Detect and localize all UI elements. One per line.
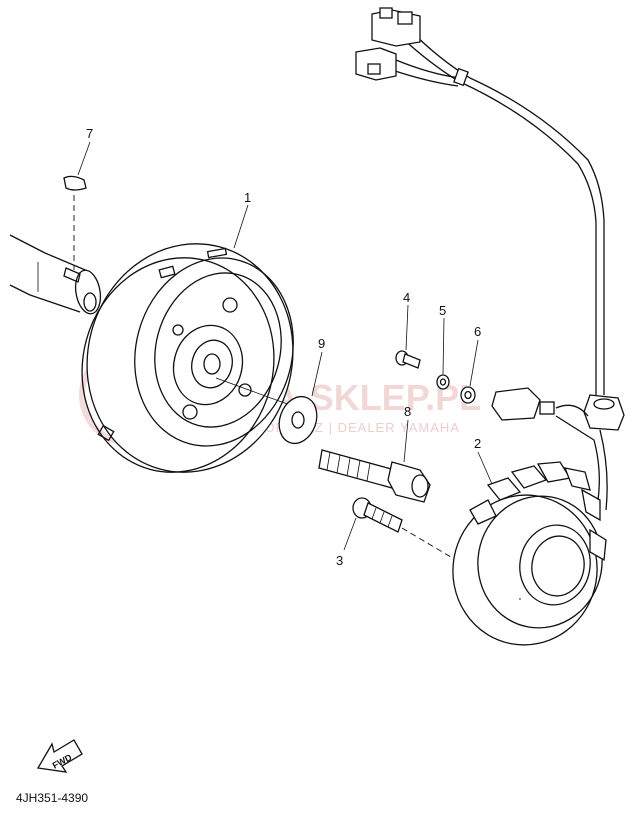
callout-1: 1: [244, 190, 251, 205]
flywheel-bolt: [318, 449, 431, 503]
wiring-harness: [355, 7, 625, 511]
leader-lines: [77, 141, 493, 551]
stator-assembly: [452, 461, 607, 646]
flywheel-rotor: [81, 243, 294, 473]
callout-3: 3: [336, 553, 343, 568]
callout-4: 4: [403, 290, 410, 305]
crankshaft: [9, 234, 102, 315]
callout-2: 2: [474, 436, 481, 451]
part-code: 4JH351-4390: [16, 791, 88, 805]
callout-7: 7: [86, 126, 93, 141]
fwd-arrow: FWD: [36, 739, 83, 773]
small-screw: [395, 350, 421, 369]
spring-washer: [436, 374, 450, 390]
callout-5: 5: [439, 303, 446, 318]
callout-labels: 7 1 9 4 5 6 8 2 3: [86, 126, 481, 568]
callout-8: 8: [404, 404, 411, 419]
washer: [278, 395, 318, 445]
plain-washer: [460, 386, 476, 404]
woodruff-key: [63, 175, 87, 270]
callout-6: 6: [474, 324, 481, 339]
callout-9: 9: [318, 336, 325, 351]
